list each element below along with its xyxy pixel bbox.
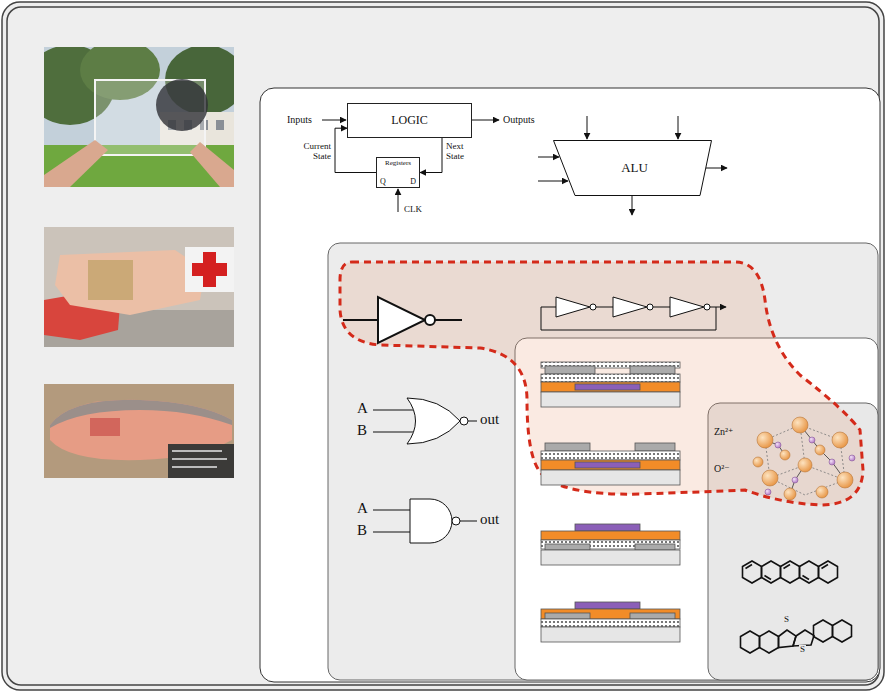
node-text: Q [380, 178, 386, 187]
node-text: ALU [621, 161, 648, 175]
gate-panel [328, 243, 878, 680]
pin-name: out [480, 411, 499, 428]
inverter-symbol [343, 297, 462, 343]
ion-label: O²⁻ [714, 463, 730, 474]
alu-input [678, 116, 679, 139]
transistor-stack [541, 443, 680, 485]
transistor-stack [541, 524, 680, 565]
pin-name: B [357, 522, 367, 539]
clock-arrow [398, 189, 399, 212]
node-text: D [410, 178, 416, 187]
alu-symbol: ALU [553, 140, 712, 196]
edge-label: Next State [446, 142, 480, 162]
zno-crystal [753, 417, 855, 500]
photo-fish-sensor [44, 384, 234, 478]
nor-gate [373, 398, 477, 444]
nand-gate [373, 499, 477, 543]
inner-frame [7, 7, 879, 685]
alu-input [587, 116, 588, 139]
feedback-connector [420, 138, 442, 173]
photo-transparent-display [44, 47, 234, 187]
signal-name: Inputs [287, 114, 312, 125]
node-text: LOGIC [391, 114, 428, 127]
transistor-stack [541, 602, 680, 642]
alu-output [632, 196, 633, 215]
logic-block: LOGIC [347, 103, 472, 138]
photo-skin-patch [44, 227, 234, 347]
system-panel [260, 88, 880, 682]
output-arrow [472, 120, 499, 121]
register-block: RegistersQ D [376, 157, 420, 188]
dntt-molecule [741, 620, 852, 653]
alu-output [706, 168, 727, 169]
signal-name: Outputs [503, 114, 535, 125]
pin-name: A [357, 400, 368, 417]
transistor-stack [541, 362, 680, 407]
edge-label: Current State [297, 142, 331, 162]
atom-label: S [799, 645, 806, 655]
highlight-region [340, 262, 863, 505]
node-text: Registers [385, 160, 411, 168]
input-arrow [322, 120, 346, 121]
alu-input [538, 157, 559, 158]
ring-oscillator [541, 297, 726, 330]
pentacene-molecule [743, 561, 838, 583]
signal-name: CLK [404, 205, 422, 215]
alu-input [538, 181, 568, 182]
pin-name: B [357, 422, 367, 439]
atom-label: S [783, 615, 790, 625]
pin-name: out [480, 511, 499, 528]
ion-label: Zn²⁺ [714, 426, 733, 437]
pin-name: A [357, 500, 368, 517]
